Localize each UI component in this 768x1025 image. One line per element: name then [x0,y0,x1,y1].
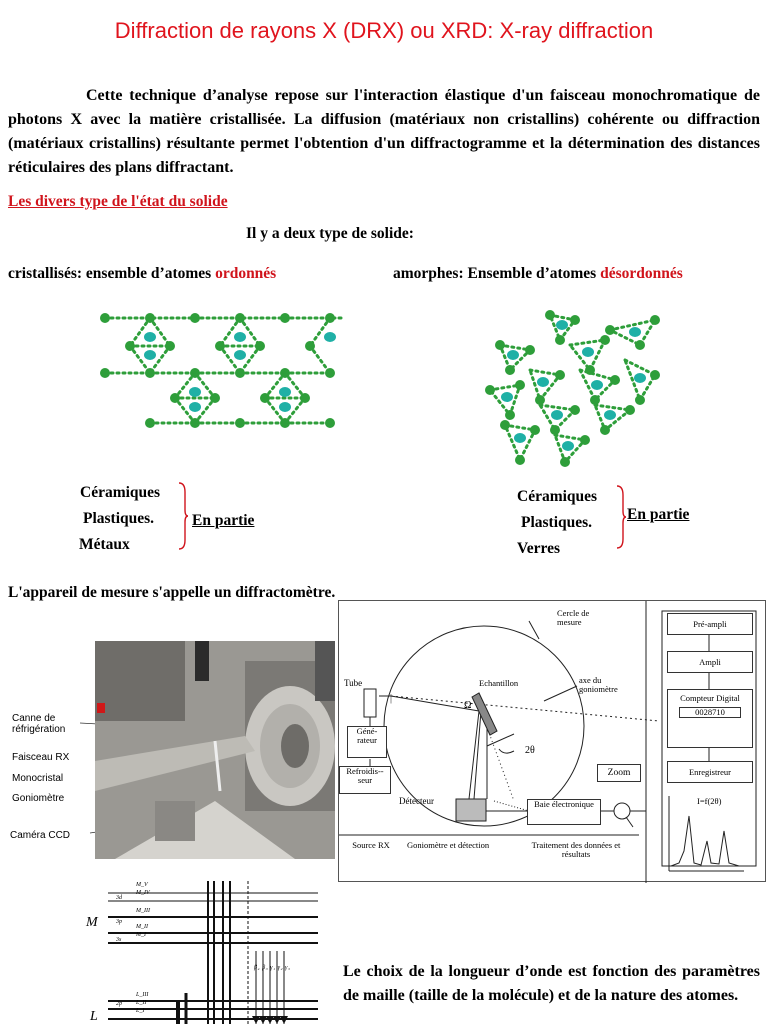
section-heading: Les divers type de l'état du solide [8,193,228,210]
level-m-label: M [86,915,98,930]
two-types-text: Il y a deux type de solide: [246,225,414,242]
amorphous-brace [616,485,626,549]
counter-box: Compteur Digital 0028710 [667,689,753,748]
list-item: Plastiques. [521,514,593,531]
preamp-box: Pré-ampli [667,613,753,635]
amp-box: Ampli [667,651,753,673]
photo-label-cooling: Canne de réfrigération [12,713,66,735]
circle-label: Cercle de mesure [557,608,590,627]
processing-label: Traitement des données et résultats [531,840,621,859]
l-sub-2p: 2p [116,1001,122,1007]
page-title: Diffraction de rayons X (DRX) ou XRD: X-… [114,18,654,43]
level-l-label: L [90,1009,98,1024]
amorphous-network-figure [485,310,660,467]
list-item: Plastiques. [83,510,155,527]
recorder-box: Enregistreur [667,761,753,783]
detector-label: Détecteur [399,796,434,806]
omega-label: Ω [464,700,472,711]
svg-text:|: | [390,693,392,704]
crystalline-heading: cristallisés: ensemble d’atomes ordonnés [8,265,277,282]
m-sub-3p: 3p [116,919,122,925]
gonio-detection-label: Goniomètre et détection [407,840,490,850]
wavelength-paragraph: Le choix de la longueur d’onde est fonct… [343,963,760,1004]
sample-label: Echantillon [479,678,519,688]
list-item: Céramiques [517,488,598,505]
diffractometer-photo [95,641,335,859]
photo-label-crystal: Monocristal [12,773,64,784]
crystalline-partial-label: En partie [192,512,255,529]
list-item: Céramiques [80,484,161,501]
counter-value: 0028710 [679,707,741,718]
amorphous-heading: amorphes: Ensemble d’atomes désordonnés [393,265,683,282]
electronics-box: Baie électronique [527,799,601,825]
list-item: Verres [517,540,561,557]
tube-label: Tube [344,678,363,688]
source-label: Source RX [352,840,390,850]
axis-label: axe du goniomètre [579,675,618,694]
cooler-box: Refroidis--seur [339,766,391,794]
transition-labels: β₄ β₃ γ₁ γ₂ γ₃ [254,965,291,971]
amorphous-materials-list: Céramiques Plastiques. Verres [517,484,597,562]
crystalline-lattice-figure [100,313,347,428]
list-item: Métaux [79,536,130,553]
device-caption: L'appareil de mesure s'appelle un diffra… [8,584,336,601]
generator-box: Géné-rateur [347,726,387,758]
photo-label-goniometer: Goniomètre [12,793,65,804]
photo-label-beam: Faisceau RX [12,752,70,763]
amorphous-partial-label: En partie [627,506,690,523]
zoom-box: Zoom [597,764,641,782]
intensity-label: I=f(2θ) [697,796,722,806]
intro-paragraph: Cette technique d’analyse repose sur l'i… [8,87,760,176]
diffractometer-schematic: | Cercle de mesure Tube Echantillon axe … [338,600,766,883]
m-sub-3s: 3s [116,937,122,943]
m-sub-3d: 3d [116,895,122,901]
two-theta-label: 2θ [525,745,535,756]
crystalline-materials-list: Céramiques Plastiques. Métaux [79,480,161,558]
photo-label-ccd: Caméra CCD [10,830,71,841]
crystalline-brace [178,482,188,550]
